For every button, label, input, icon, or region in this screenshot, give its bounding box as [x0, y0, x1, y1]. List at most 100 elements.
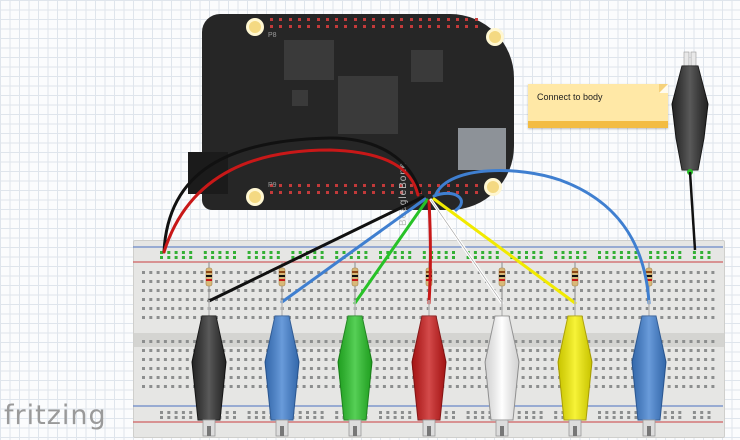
header-pin[interactable] — [307, 18, 311, 21]
header-pin[interactable] — [353, 25, 357, 28]
header-pin[interactable] — [335, 184, 339, 187]
header-pin[interactable] — [316, 191, 320, 194]
wire-red[interactable] — [162, 148, 420, 254]
header-pin[interactable] — [297, 184, 301, 187]
header-pin[interactable] — [353, 184, 357, 187]
header-pin[interactable] — [456, 184, 459, 187]
header-pin[interactable] — [456, 18, 459, 21]
header-pin[interactable] — [335, 191, 339, 194]
header-pin[interactable] — [353, 191, 357, 194]
header-pin[interactable] — [390, 25, 394, 28]
red-clip[interactable] — [411, 300, 447, 437]
black-clip[interactable] — [191, 300, 227, 437]
header-pin[interactable] — [372, 25, 376, 28]
header-pin[interactable] — [409, 191, 413, 194]
header-pin[interactable] — [344, 18, 348, 21]
header-pin[interactable] — [288, 184, 292, 187]
sticky-note[interactable]: Connect to body — [528, 84, 668, 128]
header-pin[interactable] — [400, 191, 404, 194]
resistor-icon[interactable] — [351, 262, 359, 298]
header-pin[interactable] — [297, 191, 301, 194]
green-clip[interactable] — [337, 300, 373, 437]
header-pin[interactable] — [437, 25, 441, 28]
header-pin[interactable] — [390, 191, 394, 194]
yellow-clip[interactable] — [557, 300, 593, 437]
beaglebone-board[interactable]: P8 P9 — [188, 14, 514, 210]
header-pin[interactable] — [316, 18, 320, 21]
header-pin[interactable] — [307, 191, 311, 194]
header-pin[interactable] — [428, 191, 432, 194]
header-pin[interactable] — [335, 25, 339, 28]
header-pin[interactable] — [428, 18, 432, 21]
header-pin[interactable] — [437, 191, 441, 194]
header-pin[interactable] — [363, 25, 366, 28]
probe-clip-icon[interactable] — [671, 51, 709, 251]
header-pin[interactable] — [428, 25, 432, 28]
header-pin[interactable] — [279, 184, 283, 187]
resistor-icon[interactable] — [571, 262, 579, 298]
header-pin[interactable] — [270, 184, 273, 187]
header-pin[interactable] — [381, 184, 385, 187]
header-pin[interactable] — [372, 18, 376, 21]
header-pin[interactable] — [400, 25, 404, 28]
wire-yellow[interactable] — [432, 197, 577, 305]
header-pin[interactable] — [297, 18, 301, 21]
header-pin[interactable] — [363, 18, 366, 21]
header-pin[interactable] — [270, 191, 273, 194]
header-pin[interactable] — [474, 191, 478, 194]
wire-red-2[interactable] — [427, 199, 432, 305]
header-pin[interactable] — [428, 184, 432, 187]
header-pin[interactable] — [400, 184, 404, 187]
header-pin[interactable] — [335, 18, 339, 21]
header-pin[interactable] — [279, 18, 283, 21]
header-pin[interactable] — [325, 184, 329, 187]
header-pin[interactable] — [353, 18, 357, 21]
header-pin[interactable] — [474, 25, 478, 28]
header-pin[interactable] — [316, 25, 320, 28]
header-pin[interactable] — [456, 191, 459, 194]
header-pin[interactable] — [279, 191, 283, 194]
header-pin[interactable] — [446, 18, 450, 21]
header-pin[interactable] — [344, 25, 348, 28]
header-pin[interactable] — [409, 184, 413, 187]
wire-black[interactable] — [162, 136, 422, 254]
header-pin[interactable] — [465, 184, 469, 187]
resistor-icon[interactable] — [205, 262, 213, 298]
header-pin[interactable] — [446, 184, 450, 187]
header-pin[interactable] — [344, 184, 348, 187]
header-pin[interactable] — [465, 191, 469, 194]
header-pin[interactable] — [381, 191, 385, 194]
header-pin[interactable] — [418, 18, 422, 21]
header-pin[interactable] — [316, 184, 320, 187]
resistor-icon[interactable] — [278, 262, 286, 298]
header-pin[interactable] — [418, 25, 422, 28]
header-pin[interactable] — [363, 184, 366, 187]
header-pin[interactable] — [474, 184, 478, 187]
header-pin[interactable] — [381, 18, 385, 21]
header-pin[interactable] — [325, 25, 329, 28]
header-pin[interactable] — [288, 18, 292, 21]
header-pin[interactable] — [409, 25, 413, 28]
header-pin[interactable] — [390, 184, 394, 187]
header-pin[interactable] — [325, 191, 329, 194]
wire-blue[interactable] — [280, 197, 427, 304]
header-pin[interactable] — [363, 191, 366, 194]
header-pin[interactable] — [344, 191, 348, 194]
wire-green[interactable] — [353, 198, 429, 305]
wire-blue-3[interactable] — [432, 191, 463, 212]
header-pin[interactable] — [400, 18, 404, 21]
wire-blue-2[interactable] — [434, 169, 651, 305]
resistor-icon[interactable] — [498, 262, 506, 298]
header-pin[interactable] — [325, 18, 329, 21]
header-pin[interactable] — [288, 25, 292, 28]
wire-black-2[interactable] — [207, 195, 425, 303]
header-pin[interactable] — [270, 18, 273, 21]
header-pin[interactable] — [288, 191, 292, 194]
header-pin[interactable] — [307, 25, 311, 28]
header-pin[interactable] — [437, 184, 441, 187]
header-pin[interactable] — [372, 191, 376, 194]
white-clip[interactable] — [484, 300, 520, 437]
header-pin[interactable] — [270, 25, 273, 28]
header-pin[interactable] — [409, 18, 413, 21]
header-pin[interactable] — [279, 25, 283, 28]
